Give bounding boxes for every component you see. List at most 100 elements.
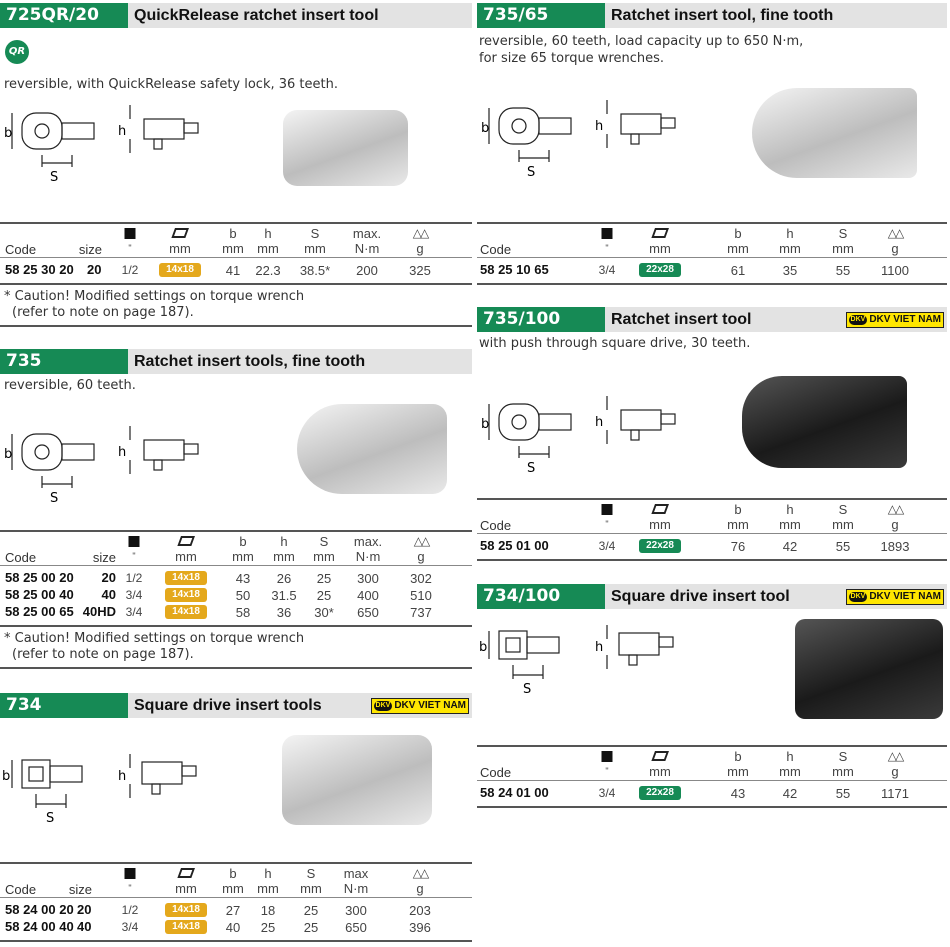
drive-cell: 3/4 [598, 786, 616, 800]
code-cell: 58 25 00 65 [5, 604, 74, 619]
section-725qr: 725QR/20 QuickRelease ratchet insert too… [0, 0, 472, 330]
col-header-size: size [78, 242, 102, 257]
scale-icon: △△ [887, 502, 905, 516]
unit: mm [257, 241, 279, 256]
size-cell: 20 [101, 570, 116, 585]
value-g: 325 [409, 263, 431, 278]
product-description: reversible, 60 teeth, load capacity up t… [479, 34, 804, 49]
insert-tool-icon [651, 751, 669, 761]
size-cell: 20 [77, 902, 92, 917]
insert-size-badge: 14x18 [165, 605, 207, 619]
label: max. [352, 226, 382, 241]
quickrelease-badge: QR [5, 40, 29, 64]
product-image [283, 110, 408, 186]
value-g: 203 [409, 903, 431, 918]
footnote: * Caution! Modified settings on torque w… [4, 289, 305, 304]
insert-size-badge: 14x18 [165, 920, 207, 934]
col-header-g: △△g [887, 502, 905, 532]
code-cell: 58 24 01 00 [480, 785, 549, 800]
col-header-drive: " [128, 534, 140, 564]
unit: mm [304, 241, 326, 256]
value-max: 400 [357, 588, 379, 603]
dkv-label: DKV VIET NAM [394, 700, 466, 711]
svg-text:b: b [481, 417, 489, 432]
product-title: Square drive insert tool [611, 588, 790, 605]
col-header-code: Code [480, 518, 512, 533]
insert-size-badge: 14x18 [165, 903, 207, 917]
product-number: 735/65 [477, 3, 605, 28]
insert-tool-icon [651, 228, 669, 238]
value-g: 396 [409, 920, 431, 935]
value-b: 27 [225, 903, 241, 918]
col-header-insert: mm [169, 226, 191, 256]
table-top-rule [477, 498, 947, 500]
value-h: 35 [782, 263, 798, 278]
insert-size-badge: 14x18 [159, 263, 201, 277]
unit: g [891, 241, 899, 256]
svg-text:b: b [479, 640, 487, 655]
svg-text:S: S [523, 682, 531, 697]
unit: " [132, 551, 136, 561]
table-top-rule [0, 222, 472, 224]
unit: " [128, 243, 132, 253]
col-header-max: max.N·m [354, 534, 382, 564]
label: max. [353, 534, 383, 549]
label: h [786, 502, 794, 517]
unit: " [605, 766, 609, 776]
svg-text:h: h [118, 445, 126, 460]
scale-icon: △△ [413, 534, 431, 548]
unit: mm [169, 241, 191, 256]
square-drive-icon [124, 868, 136, 879]
label: h [264, 866, 272, 881]
value-h: 25 [260, 920, 276, 935]
code-cell: 58 25 30 20 [5, 262, 74, 277]
drive-cell: 3/4 [125, 588, 143, 602]
insert-tool-icon [171, 228, 189, 238]
unit: mm [649, 764, 671, 779]
table-header-rule [477, 780, 947, 781]
col-header-g: △△g [413, 866, 430, 896]
label: S [838, 749, 848, 764]
label: b [734, 749, 742, 764]
svg-text:h: h [595, 119, 603, 134]
value-max: 200 [356, 263, 378, 278]
unit: mm [832, 517, 854, 532]
unit: mm [779, 517, 801, 532]
col-header-drive: " [124, 866, 136, 896]
product-image [282, 735, 432, 825]
col-header-g: △△g [888, 226, 905, 256]
col-header-size: size [92, 550, 116, 565]
col-header-g: △△g [413, 534, 431, 564]
section-header: 725QR/20 QuickRelease ratchet insert too… [0, 3, 472, 28]
scale-icon: △△ [412, 226, 430, 240]
svg-text:S: S [527, 165, 535, 180]
table-bottom-rule [0, 940, 472, 942]
product-title: Square drive insert tools [134, 697, 322, 714]
size-cell: 40HD [82, 604, 116, 619]
drive-cell: 1/2 [121, 903, 139, 917]
unit: mm [727, 241, 749, 256]
table-bottom-rule [0, 625, 472, 627]
value-h: 26 [276, 571, 292, 586]
footnote: * Caution! Modified settings on torque w… [4, 631, 305, 646]
product-number: 734 [0, 693, 128, 718]
dkv-logo: DKV [848, 315, 868, 325]
value-b: 41 [225, 263, 241, 278]
table-header-rule [0, 257, 472, 258]
unit: mm [832, 764, 854, 779]
label: S [319, 534, 329, 549]
svg-text:b: b [4, 126, 12, 141]
label: h [786, 749, 794, 764]
value-b: 43 [235, 571, 251, 586]
insert-tool-icon [177, 868, 195, 878]
unit: N·m [354, 241, 380, 256]
